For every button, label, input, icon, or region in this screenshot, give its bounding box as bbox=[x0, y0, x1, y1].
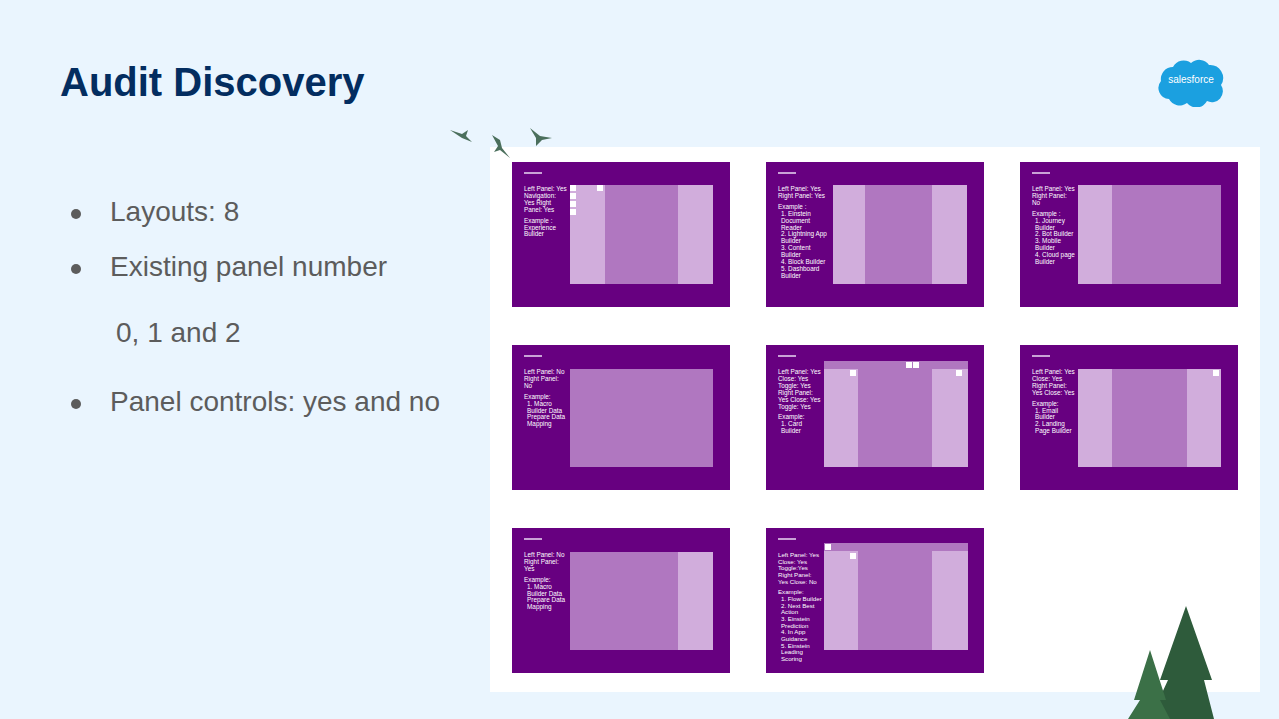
example-text: Example: bbox=[778, 589, 822, 596]
example-text: 5. Dashboard Builder bbox=[778, 266, 830, 280]
header-line bbox=[1032, 172, 1050, 174]
right-panel bbox=[678, 185, 713, 284]
bullet-dots bbox=[71, 209, 81, 409]
example-text: 1. Journey Builder bbox=[1032, 218, 1076, 232]
panel-control bbox=[850, 553, 856, 559]
panel-spec: Left Panel: Yes Right Panel: Yes bbox=[778, 186, 830, 200]
thumb-text: Left Panel: Yes Close: Yes Right Panel: … bbox=[1032, 369, 1076, 435]
panel-spec: Left Panel: Yes Close: Yes Right Panel: … bbox=[1032, 369, 1076, 397]
example-text: 2. Bot Builder bbox=[1032, 231, 1076, 238]
example-text: 3. Einstein Prediction bbox=[778, 616, 822, 629]
thumb-text: Left Panel: Yes Close: Yes Toggle: Yes R… bbox=[778, 369, 822, 435]
example-text: 1. Email Builder bbox=[1032, 408, 1076, 422]
logo-text: salesforce bbox=[1155, 74, 1227, 85]
thumb-text: Left Panel: Yes Close: Yes Toggle:Yes Ri… bbox=[778, 552, 822, 663]
canvas-area bbox=[570, 369, 713, 467]
left-panel bbox=[1078, 369, 1112, 467]
example-text: 2. Lightning App Builder bbox=[778, 231, 830, 245]
thumb-text: Left Panel: Yes Right Panel: No Example :… bbox=[1032, 186, 1076, 266]
left-panel bbox=[570, 185, 605, 284]
thumb-text: Left Panel: No Right Panel: No Example:1.… bbox=[524, 369, 568, 428]
left-panel bbox=[824, 369, 858, 467]
example-text: Example: bbox=[1032, 401, 1076, 408]
panel-control bbox=[825, 544, 831, 550]
example-text: 4. Block Builder bbox=[778, 259, 830, 266]
panel-spec: Left Panel: Yes Close: Yes Toggle:Yes Ri… bbox=[778, 552, 822, 585]
panel-control bbox=[570, 201, 576, 207]
right-panel bbox=[1187, 369, 1221, 467]
panel-spec: Left Panel: Yes Close: Yes Toggle: Yes R… bbox=[778, 369, 822, 410]
bullet-text: Existing panel number bbox=[110, 251, 387, 283]
panel-spec: Left Panel: No Right Panel: Yes bbox=[524, 552, 568, 573]
trees bbox=[1128, 606, 1214, 719]
birds bbox=[450, 128, 552, 158]
panel-control bbox=[913, 362, 919, 368]
panel-spec: Left Panel: No Right Panel: No bbox=[524, 369, 568, 390]
example-text: 5. Einstein Leading Scoring bbox=[778, 643, 822, 663]
panel-control bbox=[570, 193, 576, 199]
thumb-text: Left Panel: No Right Panel: YesExample:1… bbox=[524, 552, 568, 611]
layout-thumbnail: Left Panel: Yes Close: Yes Right Panel: … bbox=[1020, 345, 1238, 490]
header-line bbox=[524, 538, 542, 540]
left-panel bbox=[833, 185, 865, 284]
example-text: 3. Content Builder bbox=[778, 245, 830, 259]
right-panel bbox=[678, 552, 713, 650]
layout-thumbnail: Left Panel: Yes Close: Yes Toggle:Yes Ri… bbox=[766, 528, 984, 673]
example-text: 1. Einstein Document Reader bbox=[778, 211, 830, 232]
thumb-text: Left Panel: Yes Right Panel: YesExample … bbox=[778, 186, 830, 280]
bullet-text: 0, 1 and 2 bbox=[116, 317, 241, 349]
layout-thumbnail: Left Panel: No Right Panel: YesExample:1… bbox=[512, 528, 730, 673]
layout-thumbnail: Left Panel: Yes Right Panel: No Example :… bbox=[1020, 162, 1238, 307]
example-text: 1. Macro Builder Data Prepare Data Mappi… bbox=[524, 401, 568, 429]
example-text: Example: bbox=[524, 394, 568, 401]
panel-control bbox=[597, 185, 603, 191]
panel-spec: Left Panel: Yes Right Panel: No bbox=[1032, 186, 1076, 207]
header-line bbox=[524, 355, 542, 357]
panel-spec: Left Panel: Yes Navigation: Yes Right Pa… bbox=[524, 186, 568, 214]
thumb-text: Left Panel: Yes Navigation: Yes Right Pa… bbox=[524, 186, 568, 238]
example-text: 1. Flow Builder bbox=[778, 596, 822, 603]
layout-thumbnail: Left Panel: Yes Right Panel: YesExample … bbox=[766, 162, 984, 307]
example-text: Example : bbox=[1032, 211, 1076, 218]
example-text: Example: bbox=[524, 577, 568, 584]
right-panel bbox=[932, 185, 967, 284]
white-panel bbox=[490, 147, 1260, 692]
left-panel bbox=[1078, 185, 1112, 284]
panel-control bbox=[956, 370, 962, 376]
panel-control bbox=[850, 370, 856, 376]
panel-control bbox=[570, 209, 576, 215]
layout-thumbnail: Left Panel: Yes Close: Yes Toggle: Yes R… bbox=[766, 345, 984, 490]
header-line bbox=[778, 538, 796, 540]
header-line bbox=[1032, 355, 1050, 357]
bullet-text: Layouts: 8 bbox=[110, 196, 239, 228]
layout-thumbnail: Left Panel: No Right Panel: No Example:1.… bbox=[512, 345, 730, 490]
panel-control bbox=[570, 185, 576, 191]
example-text: Example : bbox=[778, 204, 830, 211]
example-text: Example: bbox=[778, 414, 822, 421]
slide-title: Audit Discovery bbox=[60, 60, 365, 105]
example-text: 1. Card Builder bbox=[778, 421, 822, 435]
header-line bbox=[524, 172, 542, 174]
right-panel bbox=[932, 551, 968, 650]
example-text: Example : Experience Builder bbox=[524, 218, 568, 239]
right-panel bbox=[932, 369, 968, 467]
example-text: 2. Landing Page Builder bbox=[1032, 421, 1076, 435]
header-line bbox=[778, 355, 796, 357]
example-text: 2. Next Best Action bbox=[778, 603, 822, 616]
header-line bbox=[778, 172, 796, 174]
logo-cloud: salesforce bbox=[1155, 55, 1227, 107]
panel-control bbox=[906, 362, 912, 368]
example-text: 3. Mobile Builder bbox=[1032, 238, 1076, 252]
left-panel bbox=[824, 551, 858, 650]
layout-thumbnail: Left Panel: Yes Navigation: Yes Right Pa… bbox=[512, 162, 730, 307]
example-text: 4. In App Guidance bbox=[778, 629, 822, 642]
example-text: 4. Cloud page Builder bbox=[1032, 252, 1076, 266]
panel-control bbox=[1213, 370, 1219, 376]
example-text: 1. Macro Builder Data Prepare Data Mappi… bbox=[524, 584, 568, 612]
bullet-text: Panel controls: yes and no bbox=[110, 386, 440, 418]
